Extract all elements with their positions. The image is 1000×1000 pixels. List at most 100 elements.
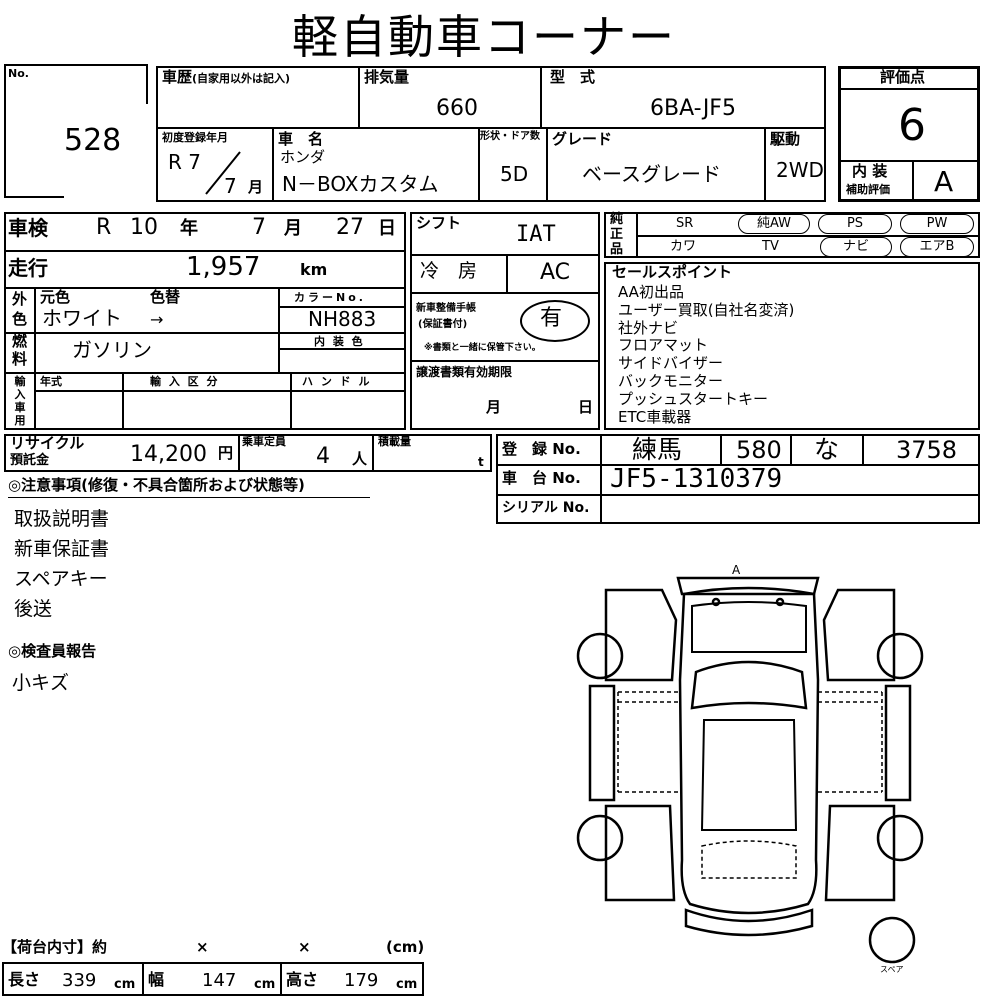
genuine-sr: SR: [676, 216, 694, 231]
warranty-oval: [520, 300, 590, 342]
sales-points-block: [604, 262, 980, 430]
import-side-label: 輸入車用: [14, 375, 26, 427]
notes-list: 取扱説明書 新車保証書 スペアキー 後送: [14, 504, 109, 624]
color-code-label: カラーNo.: [294, 291, 366, 304]
page-title: 軽自動車コーナー: [292, 10, 676, 64]
genuine-side-label: 純正品: [610, 212, 624, 257]
genuine-airbag: エアB: [900, 237, 974, 257]
warranty-label: 新車整備手帳: [416, 303, 476, 314]
vehicle-info-block: [156, 66, 826, 202]
load-unit: t: [478, 455, 484, 469]
color-arrow: →: [150, 310, 164, 329]
inspector-value: 小キズ: [12, 672, 70, 694]
inspector-label: ◎検査員報告: [8, 642, 97, 660]
transfer-day-unit: 日: [578, 398, 594, 416]
recycle-block: [4, 434, 492, 472]
sales-points-label: セールスポイント: [612, 263, 733, 281]
registration-label: 登 録 No.: [502, 440, 581, 458]
transfer-label: 譲渡書類有効期限: [416, 365, 513, 379]
inspection-label: 車検: [8, 216, 48, 240]
transfer-month-unit: 月: [486, 398, 502, 416]
list-item: フロアマット: [618, 336, 709, 355]
recycle-unit: 円: [218, 444, 234, 462]
list-item: プッシュスタートキー: [618, 389, 769, 408]
mileage-unit: km: [300, 260, 328, 279]
inspection-year: 10: [130, 215, 158, 240]
registration-kana: な: [814, 435, 840, 464]
registration-number: 3758: [896, 436, 958, 464]
cargo-label: 【荷台内寸】約: [2, 938, 108, 956]
orig-color-value: ホワイト: [42, 306, 122, 330]
car-name-label: 車 名: [278, 130, 324, 148]
list-item: サイドバイザー: [618, 354, 724, 373]
mileage-label: 走行: [8, 256, 48, 280]
lot-no-label: No.: [8, 67, 29, 80]
spare-label: スペア: [880, 965, 904, 974]
aircon-value: AC: [540, 260, 571, 285]
chassis-label: 車 台 No.: [502, 469, 581, 487]
list-item: ユーザー買取(自社名変済): [618, 300, 795, 319]
inspection-block: [4, 212, 406, 430]
diagram-front-label: A: [732, 563, 741, 577]
rating-label: 評価点: [880, 68, 926, 86]
genuine-ps: PS: [818, 214, 892, 234]
cargo-x2: ×: [298, 938, 311, 956]
aircon-label: 冷 房: [420, 260, 478, 282]
color-code-value: NH883: [308, 307, 377, 331]
history-label: 車歴(自家用以外は記入): [162, 68, 291, 86]
list-item: ETC車載器: [618, 407, 692, 426]
fuel-side-2: 料: [12, 350, 28, 368]
rating-value: 6: [898, 100, 926, 151]
sales-points-list: AA初出品 ユーザー買取(自社名変済) 社外ナビ フロアマット サイドバイザー …: [618, 283, 795, 426]
interior-rating-label-2: 補助評価: [846, 183, 890, 196]
registration-block: [496, 434, 980, 524]
displacement-label: 排気量: [364, 68, 410, 86]
genuine-aw: 純AW: [738, 214, 810, 234]
import-handle-label: ハ ン ド ル: [302, 375, 372, 388]
fuel-value: ガソリン: [72, 338, 152, 362]
list-item: 社外ナビ: [618, 318, 679, 337]
cargo-length-label: 長さ: [8, 970, 41, 989]
registration-class: 580: [736, 436, 782, 464]
slash-divider: [205, 151, 241, 195]
fuel-side-1: 燃: [12, 332, 28, 350]
cargo-width-unit: cm: [254, 977, 276, 992]
displacement-value: 660: [436, 96, 478, 121]
model-label: 型 式: [550, 68, 596, 86]
cargo-length-unit: cm: [114, 977, 136, 992]
cargo-dimensions-row: [2, 962, 424, 996]
capacity-value: 4: [316, 444, 330, 469]
capacity-label: 乗車定員: [242, 435, 286, 448]
cargo-length-value: 339: [62, 970, 97, 991]
warranty-value: 有: [540, 306, 563, 331]
registration-office: 練馬: [632, 435, 683, 464]
car-name: N－BOXカスタム: [282, 172, 439, 196]
inspection-day: 27: [336, 215, 364, 240]
interior-rating-value: A: [934, 165, 954, 198]
color-side-2: 色: [12, 310, 28, 328]
body-value: 5D: [500, 162, 529, 186]
body-label: 形状・ドア数: [480, 131, 540, 142]
chassis-value: JF5-1310379: [610, 464, 783, 494]
genuine-tv: TV: [762, 239, 779, 254]
inspection-month: 7: [252, 215, 266, 240]
color-change-label: 色替: [150, 288, 181, 306]
genuine-pw: PW: [900, 214, 974, 234]
lot-number: 528: [64, 123, 122, 158]
inspection-day-unit: 日: [378, 218, 396, 239]
cargo-height-value: 179: [344, 970, 379, 991]
inspection-year-unit: 年: [180, 218, 198, 239]
import-year-label: 年式: [40, 375, 62, 388]
shift-label: シフト: [416, 214, 462, 232]
orig-color-label: 元色: [40, 288, 71, 306]
list-item: 取扱説明書: [14, 508, 110, 530]
recycle-label: リサイクル: [10, 434, 85, 452]
inspection-month-unit: 月: [284, 218, 302, 239]
notes-label: ◎注意事項(修復・不具合箇所および状態等): [8, 476, 305, 494]
first-reg-era: R 7: [168, 150, 201, 174]
mileage-value: 1,957: [186, 252, 261, 282]
list-item: バックモニター: [618, 371, 724, 390]
cargo-x1: ×: [196, 938, 209, 956]
first-reg-label: 初度登録年月: [162, 131, 228, 144]
drive-value: 2WD: [776, 158, 824, 182]
